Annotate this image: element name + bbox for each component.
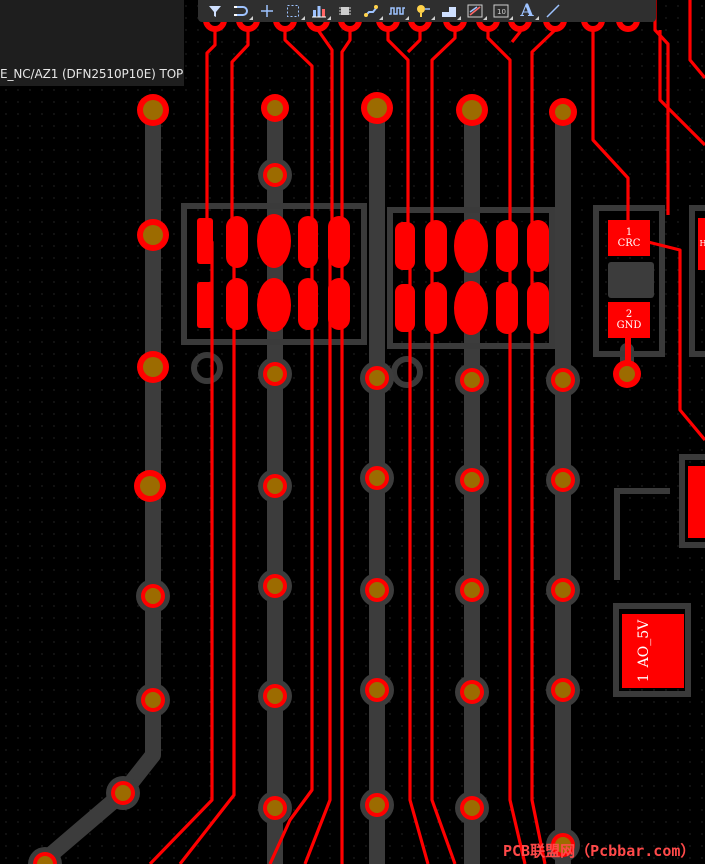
- pad-number: 2: [625, 309, 633, 320]
- top-track: [268, 22, 314, 864]
- via[interactable]: [136, 683, 170, 717]
- via[interactable]: [456, 94, 488, 126]
- pad-number: 1: [625, 227, 633, 238]
- via[interactable]: [28, 847, 62, 864]
- dimension-icon: 10: [493, 4, 509, 18]
- select-rect-button[interactable]: [280, 0, 306, 22]
- component-outline: [387, 207, 555, 349]
- length-tune-button[interactable]: [384, 0, 410, 22]
- pad-crc: [608, 220, 650, 256]
- via[interactable]: [258, 158, 292, 192]
- via[interactable]: [136, 579, 170, 613]
- filter-icon: [209, 6, 221, 17]
- via[interactable]: [258, 679, 292, 713]
- via[interactable]: [360, 788, 394, 822]
- net-name: CRC: [617, 238, 641, 249]
- route-button[interactable]: [228, 0, 254, 22]
- top-track: [486, 22, 527, 864]
- dimension-button[interactable]: 10: [488, 0, 514, 22]
- via[interactable]: [546, 828, 580, 862]
- line-icon: [546, 4, 560, 18]
- via[interactable]: [455, 573, 489, 607]
- component-info: E_NC/AZ1 (DFN2510P10E) TOP: [0, 67, 184, 81]
- via[interactable]: [361, 92, 393, 124]
- net-name-partial: H: [699, 239, 705, 248]
- via[interactable]: [134, 470, 166, 502]
- component-icon: [339, 7, 351, 15]
- via[interactable]: [546, 673, 580, 707]
- pad-ao-5v: [622, 614, 684, 688]
- component-outline: [613, 603, 691, 697]
- via[interactable]: [258, 469, 292, 503]
- line-button[interactable]: [540, 0, 566, 22]
- interactive-route-button[interactable]: [358, 0, 384, 22]
- via[interactable]: [546, 573, 580, 607]
- via[interactable]: [455, 791, 489, 825]
- via[interactable]: [360, 461, 394, 495]
- bar-graph-button[interactable]: [306, 0, 332, 22]
- via[interactable]: [360, 673, 394, 707]
- filter-button[interactable]: [202, 0, 228, 22]
- text-button[interactable]: A: [514, 0, 540, 22]
- top-track: [591, 22, 630, 238]
- via[interactable]: [360, 361, 394, 395]
- top-track: [639, 238, 705, 442]
- via[interactable]: [258, 791, 292, 825]
- svg-text:10: 10: [497, 8, 506, 16]
- component-outline: [679, 454, 705, 548]
- bar-graph-icon: [312, 6, 326, 18]
- net-name: AO_5V: [636, 619, 652, 668]
- via[interactable]: [258, 357, 292, 391]
- select-rect-icon: [287, 5, 299, 17]
- via[interactable]: [258, 569, 292, 603]
- interactive-route-icon: [364, 5, 378, 17]
- crosshair-icon: [261, 5, 273, 17]
- via[interactable]: [613, 360, 641, 388]
- via[interactable]: [546, 463, 580, 497]
- top-track: [658, 30, 705, 147]
- via[interactable]: [455, 363, 489, 397]
- top-track: [688, 0, 705, 80]
- length-tune-icon: [389, 7, 405, 15]
- via[interactable]: [137, 351, 169, 383]
- text-icon: A: [520, 1, 534, 21]
- via[interactable]: [455, 463, 489, 497]
- component-button[interactable]: [332, 0, 358, 22]
- route-icon: [234, 6, 248, 16]
- polygon-icon: [442, 7, 456, 17]
- diff-pair-button[interactable]: [462, 0, 488, 22]
- diff-pair-icon: [467, 4, 483, 18]
- via[interactable]: [360, 573, 394, 607]
- polygon-button[interactable]: [436, 0, 462, 22]
- pad-number: 1: [636, 673, 652, 683]
- via[interactable]: [106, 776, 140, 810]
- via[interactable]: [455, 675, 489, 709]
- top-track: [430, 22, 457, 864]
- crosshair-button[interactable]: [254, 0, 280, 22]
- watermark: PCB联盟网（Pcbbar.com）: [503, 842, 696, 860]
- via[interactable]: [549, 98, 577, 126]
- active-bar: 10 A: [198, 0, 656, 22]
- component-outline: [181, 203, 367, 345]
- via[interactable]: [137, 219, 169, 251]
- via[interactable]: [261, 94, 289, 122]
- via[interactable]: [137, 94, 169, 126]
- net-name: GND: [616, 320, 642, 331]
- pin-icon: [417, 5, 430, 17]
- info-panel: E_NC/AZ1 (DFN2510P10E) TOP: [0, 0, 184, 86]
- component-outline: [689, 205, 705, 357]
- bottom-track: [32, 102, 161, 864]
- via[interactable]: [546, 363, 580, 397]
- pad-gnd: [608, 302, 650, 338]
- pin-button[interactable]: [410, 0, 436, 22]
